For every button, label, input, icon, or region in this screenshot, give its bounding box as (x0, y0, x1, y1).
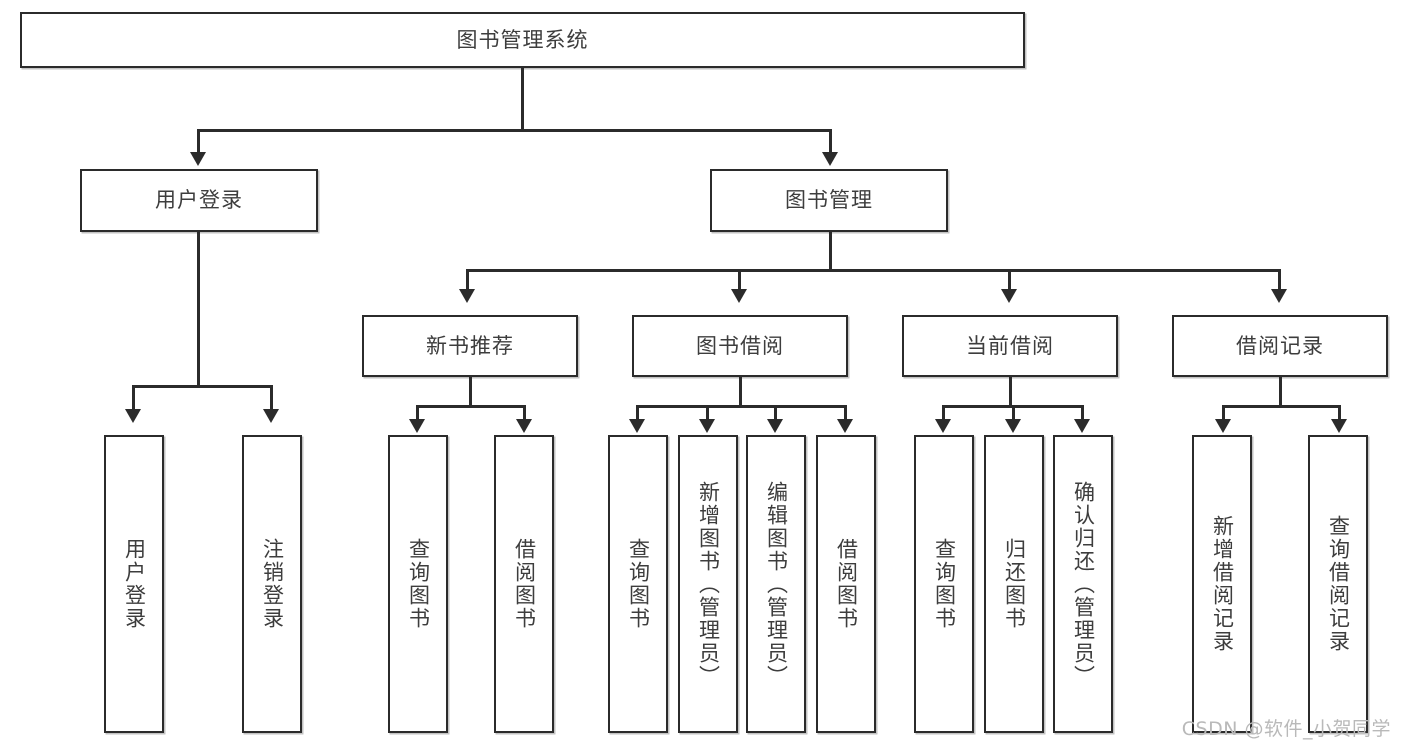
leaf-query-book-1[interactable]: 查询图书 (388, 435, 448, 733)
node-root-system[interactable]: 图书管理系统 (20, 12, 1025, 68)
node-label: 查询图书 (406, 538, 431, 630)
connector-new-book-to-leaf-2 (523, 405, 526, 421)
node-user-login[interactable]: 用户登录 (80, 169, 318, 232)
node-label: 图书借阅 (696, 333, 784, 358)
connector-bm-to-new-book (466, 269, 469, 291)
connector-br-to-leaf-2 (1338, 405, 1341, 421)
arrowhead-bb-to-leaf-3 (767, 419, 783, 433)
connector-user-login-to-leaf-2 (270, 385, 273, 411)
leaf-borrow-book-1[interactable]: 借阅图书 (494, 435, 554, 733)
arrowhead-cb-to-leaf-1 (935, 419, 951, 433)
connector-borrow-record-bus (1222, 405, 1341, 408)
connector-book-borrow-stem (739, 377, 742, 407)
connector-new-book-to-leaf-1 (416, 405, 419, 421)
arrowhead-bb-to-leaf-1 (629, 419, 645, 433)
leaf-logout-login[interactable]: 注销登录 (242, 435, 302, 733)
connector-user-login-bus (132, 385, 270, 388)
arrowhead-bm-to-current-borrow (1001, 289, 1017, 303)
connector-current-borrow-stem (1009, 377, 1012, 407)
node-label: 借阅记录 (1236, 333, 1324, 358)
arrowhead-user-login-to-leaf-1 (125, 409, 141, 423)
connector-user-login-to-leaf-1 (132, 385, 135, 411)
leaf-query-book-2[interactable]: 查询图书 (608, 435, 668, 733)
node-label: 图书管理系统 (456, 27, 589, 52)
arrowhead-user-login-to-leaf-2 (263, 409, 279, 423)
leaf-add-book[interactable]: 新增图书（管理员） (678, 435, 738, 733)
node-label: 归还图书 (1002, 538, 1027, 630)
connector-book-management-stem (829, 232, 832, 271)
node-label: 编辑图书（管理员） (764, 480, 789, 688)
arrowhead-br-to-leaf-1 (1215, 419, 1231, 433)
connector-bm-to-current-borrow (1008, 269, 1011, 291)
connector-root-bus (197, 129, 831, 132)
connector-cb-to-leaf-2 (1012, 405, 1015, 421)
connector-cb-to-leaf-1 (942, 405, 945, 421)
leaf-return-book[interactable]: 归还图书 (984, 435, 1044, 733)
node-label: 新增图书（管理员） (696, 480, 721, 688)
node-label: 图书管理 (785, 188, 873, 213)
node-label: 查询图书 (932, 538, 957, 630)
leaf-query-record[interactable]: 查询借阅记录 (1308, 435, 1368, 733)
node-label: 用户登录 (122, 538, 147, 630)
connector-bb-to-leaf-4 (844, 405, 847, 421)
leaf-query-book-3[interactable]: 查询图书 (914, 435, 974, 733)
connector-br-to-leaf-1 (1222, 405, 1225, 421)
node-label: 查询图书 (626, 538, 651, 630)
watermark-text: CSDN @软件_小贺同学 (1181, 718, 1391, 740)
leaf-edit-book[interactable]: 编辑图书（管理员） (746, 435, 806, 733)
node-current-borrow[interactable]: 当前借阅 (902, 315, 1118, 377)
node-label: 当前借阅 (966, 333, 1054, 358)
arrowhead-bm-to-borrow-record (1271, 289, 1287, 303)
node-label: 查询借阅记录 (1326, 515, 1351, 653)
connector-bm-to-book-borrow (738, 269, 741, 291)
node-label: 用户登录 (155, 188, 243, 213)
arrowhead-bb-to-leaf-4 (837, 419, 853, 433)
node-label: 新增借阅记录 (1210, 515, 1235, 653)
connector-bb-to-leaf-3 (774, 405, 777, 421)
node-label: 借阅图书 (512, 538, 537, 630)
connector-bb-to-leaf-1 (636, 405, 639, 421)
connector-borrow-record-stem (1279, 377, 1282, 407)
arrowhead-bb-to-leaf-2 (699, 419, 715, 433)
connector-cb-to-leaf-3 (1081, 405, 1084, 421)
leaf-confirm-return[interactable]: 确认归还（管理员） (1053, 435, 1113, 733)
arrowhead-root-to-book-management (822, 152, 838, 166)
node-label: 确认归还（管理员） (1071, 480, 1096, 688)
arrowhead-cb-to-leaf-3 (1074, 419, 1090, 433)
node-label: 新书推荐 (426, 333, 514, 358)
connector-root-to-user-login (197, 129, 200, 155)
arrowhead-cb-to-leaf-2 (1005, 419, 1021, 433)
node-new-book-recommend[interactable]: 新书推荐 (362, 315, 578, 377)
connector-user-login-stem (197, 232, 200, 387)
arrowhead-new-book-to-leaf-2 (516, 419, 532, 433)
connector-root-to-book-management (829, 129, 832, 155)
arrowhead-br-to-leaf-2 (1331, 419, 1347, 433)
connector-bm-to-borrow-record (1278, 269, 1281, 291)
node-borrow-record[interactable]: 借阅记录 (1172, 315, 1388, 377)
connector-new-book-bus (416, 405, 526, 408)
node-book-management[interactable]: 图书管理 (710, 169, 948, 232)
node-book-borrow[interactable]: 图书借阅 (632, 315, 848, 377)
arrowhead-bm-to-new-book (459, 289, 475, 303)
node-label: 借阅图书 (834, 538, 859, 630)
connector-book-management-bus (466, 269, 1280, 272)
node-label: 注销登录 (260, 538, 285, 630)
arrowhead-root-to-user-login (190, 152, 206, 166)
connector-root-stem (521, 68, 524, 131)
connector-bb-to-leaf-2 (706, 405, 709, 421)
leaf-add-record[interactable]: 新增借阅记录 (1192, 435, 1252, 733)
connector-new-book-stem (469, 377, 472, 407)
arrowhead-bm-to-book-borrow (731, 289, 747, 303)
leaf-user-login[interactable]: 用户登录 (104, 435, 164, 733)
leaf-borrow-book-2[interactable]: 借阅图书 (816, 435, 876, 733)
connector-book-borrow-bus (636, 405, 846, 408)
arrowhead-new-book-to-leaf-1 (409, 419, 425, 433)
